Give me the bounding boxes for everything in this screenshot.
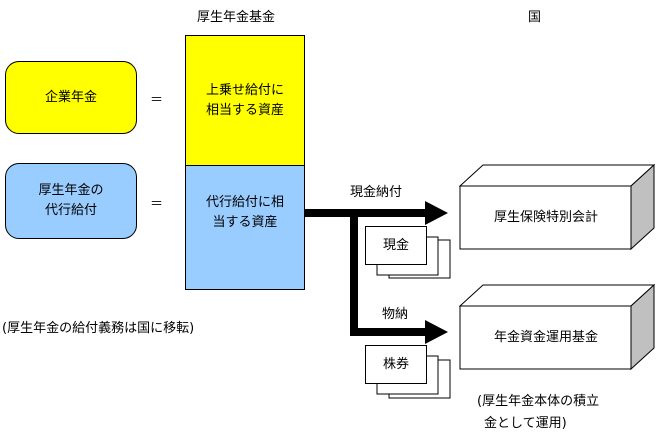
gpif-box-front bbox=[459, 305, 632, 370]
state-header: 国 bbox=[528, 10, 542, 25]
corporate-pension-box: 企業年金 bbox=[5, 61, 137, 134]
special-account-box-top bbox=[458, 164, 656, 187]
branch-vertical bbox=[350, 213, 358, 335]
equals-sign-lower: ＝ bbox=[150, 197, 164, 212]
special-account-label-wrap: 厚生保険特別会計 bbox=[461, 187, 631, 249]
corporate-pension-label: 企業年金 bbox=[44, 89, 97, 105]
cash-doc: 現金 bbox=[365, 226, 427, 265]
special-account-label: 厚生保険特別会計 bbox=[493, 210, 598, 225]
in-kind-arrow-shaft bbox=[350, 328, 427, 336]
gpif-note-line1: (厚生年金本体の積立 bbox=[477, 394, 600, 409]
proxy-assets-line2: 当する資産 bbox=[212, 214, 278, 230]
fund-upper-assets: 上乗せ給付に 相当する資産 bbox=[185, 35, 305, 166]
proxy-benefit-line1: 厚生年金の bbox=[38, 183, 104, 198]
gpif-label-wrap: 年金資金運用基金 bbox=[461, 307, 631, 369]
stock-doc: 株券 bbox=[365, 345, 427, 384]
upper-assets-line1: 上乗せ給付に bbox=[205, 82, 284, 98]
special-account-box-front bbox=[459, 185, 632, 250]
in-kind-arrow-head bbox=[425, 320, 448, 344]
cash-arrow-head bbox=[425, 201, 448, 225]
proxy-assets-line1: 代行給付に相 bbox=[205, 194, 284, 210]
cash-payment-label: 現金納付 bbox=[350, 185, 403, 200]
cash-arrow-shaft bbox=[305, 209, 427, 217]
gpif-label: 年金資金運用基金 bbox=[493, 330, 598, 345]
fund-proxy-assets: 代行給付に相 当する資産 bbox=[185, 165, 305, 290]
in-kind-label: 物納 bbox=[382, 307, 409, 322]
benefit-transfer-note: (厚生年金の給付義務は国に移転) bbox=[2, 321, 195, 336]
gpif-box-top bbox=[458, 284, 656, 307]
fund-header: 厚生年金基金 bbox=[197, 10, 276, 25]
proxy-benefit-line2: 代行給付 bbox=[44, 203, 97, 218]
gpif-note-line2: 金として運用) bbox=[484, 416, 567, 431]
stocks-label: 株券 bbox=[382, 356, 409, 372]
equals-sign-upper: ＝ bbox=[150, 93, 164, 108]
cash-label: 現金 bbox=[382, 237, 409, 253]
proxy-benefit-box: 厚生年金の 代行給付 bbox=[5, 163, 137, 239]
upper-assets-line2: 相当する資産 bbox=[205, 102, 284, 118]
